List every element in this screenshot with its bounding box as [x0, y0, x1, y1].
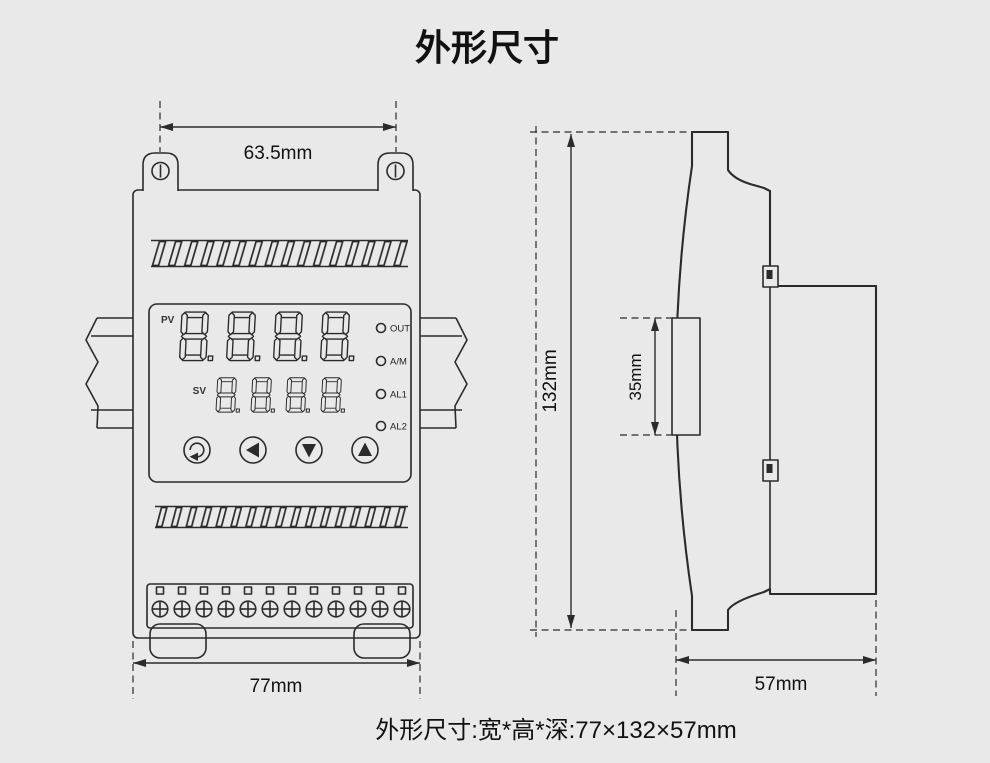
front-view: PV SV OUT A/M AL1	[85, 101, 468, 699]
dim-mount-width-label: 63.5mm	[244, 143, 313, 164]
dim-rail-height-label: 35mm	[626, 353, 645, 400]
vent-grille-top	[151, 239, 408, 268]
display-panel-bezel	[148, 303, 412, 483]
arrowhead	[651, 422, 659, 435]
device-body-front	[132, 189, 421, 639]
arrowhead	[651, 318, 659, 331]
arrowhead	[676, 656, 689, 664]
led-al2-icon	[375, 420, 387, 432]
arrowhead	[133, 659, 146, 667]
dim-height: 132mm	[540, 134, 575, 628]
rail-clip-top	[762, 265, 779, 288]
side-view: 132mm 35mm 57mm	[530, 126, 878, 696]
arrowhead	[383, 123, 396, 131]
rail-channel	[671, 317, 701, 436]
arrowhead	[407, 659, 420, 667]
dim-rail-height: 35mm	[620, 317, 674, 436]
led-al1-icon	[375, 388, 387, 400]
dim-depth: 57mm	[675, 600, 877, 696]
clip-latch-icon	[766, 464, 773, 473]
din-rail-left	[85, 317, 133, 429]
dim-body-width: 77mm	[132, 641, 421, 699]
dim-depth-label: 57mm	[755, 674, 808, 695]
arrowhead	[863, 656, 876, 664]
led-al1-label: AL1	[390, 390, 407, 401]
rail-clip-bottom	[762, 459, 779, 482]
key-down	[295, 436, 323, 464]
down-arrow-icon	[302, 444, 316, 458]
display-panel: PV SV OUT A/M AL1	[148, 303, 412, 483]
sv-label: SV	[193, 386, 207, 397]
arrowhead	[567, 615, 575, 628]
key-up	[351, 436, 379, 464]
up-arrow-icon	[358, 442, 372, 456]
status-leds: OUT A/M AL1 AL2	[375, 322, 410, 433]
arrowhead	[567, 134, 575, 147]
led-al2-label: AL2	[390, 422, 407, 433]
cycle-key-icon	[189, 442, 205, 458]
cycle-key-icon	[189, 452, 198, 461]
led-am-label: A/M	[390, 357, 407, 368]
bottom-foot-right	[353, 623, 411, 659]
din-rail-right	[420, 317, 468, 429]
left-arrow-icon	[246, 442, 259, 458]
clip-latch-icon	[766, 270, 773, 279]
led-out-icon	[375, 322, 387, 334]
key-shift-left	[239, 436, 267, 464]
bottom-foot-left	[149, 623, 207, 659]
key-set-cycle	[183, 436, 211, 464]
mounting-tab-top-left	[142, 152, 179, 191]
mounting-tab-top-right	[377, 152, 414, 191]
dim-body-width-label: 77mm	[250, 676, 303, 697]
terminal-block	[146, 583, 414, 629]
vent-grille-bottom	[155, 505, 408, 529]
dim-mount-width: 63.5mm	[159, 101, 397, 164]
pv-label: PV	[161, 315, 175, 326]
dim-height-label: 132mm	[540, 349, 561, 412]
led-am-icon	[375, 355, 387, 367]
rail-break-line	[85, 317, 99, 429]
page-title: 外形尺寸	[415, 27, 559, 68]
led-out-label: OUT	[390, 324, 410, 335]
arrowhead	[160, 123, 173, 131]
rail-break-line	[454, 317, 468, 429]
caption: 外形尺寸:宽*高*深:77×132×57mm	[375, 717, 736, 744]
